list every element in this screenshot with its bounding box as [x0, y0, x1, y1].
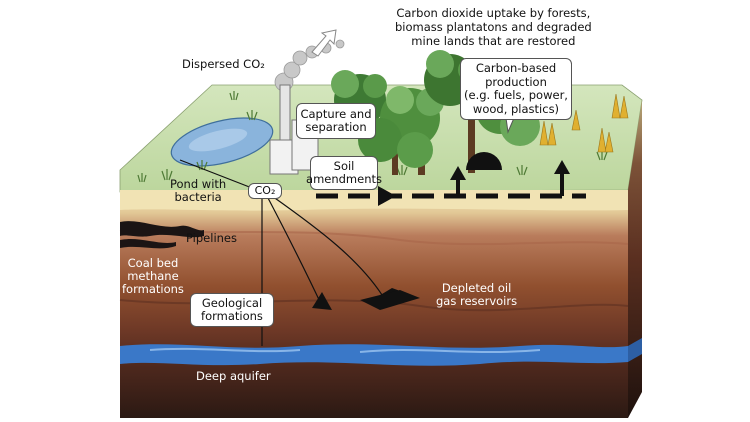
deep-aquifer-label: Deep aquifer — [196, 369, 271, 383]
biomass-crops — [539, 93, 629, 153]
carbon-based-production-box: Carbon-based production (e.g. fuels, pow… — [460, 58, 572, 120]
soil-amendments-box: Soil amendments — [306, 156, 382, 190]
pipelines-label: Pipelines — [186, 231, 237, 245]
coal-bed-seam — [120, 221, 204, 238]
co2-injection-box: CO₂ — [248, 183, 282, 199]
geological-formations-box: Geological formations — [190, 293, 274, 327]
reservoir-shape — [360, 290, 420, 310]
sand-layer — [120, 190, 628, 211]
block-side-face — [628, 100, 642, 418]
capture-separation-box: Capture and separation — [296, 103, 376, 139]
uptake-label: Carbon dioxide uptake by forests, biomas… — [395, 6, 592, 48]
depleted-reservoirs-label: Depleted oil gas reservoirs — [436, 281, 518, 308]
pond-label: Pond with bacteria — [170, 177, 227, 204]
dispersed-co2-label: Dispersed CO₂ — [182, 57, 265, 71]
soil-mound — [466, 152, 502, 170]
coal-bed-label: Coal bed methane formations — [122, 256, 184, 296]
deep-aquifer-water — [120, 344, 628, 366]
co2-release-arrow — [311, 29, 337, 57]
carbon-flow-arrow — [316, 160, 586, 206]
